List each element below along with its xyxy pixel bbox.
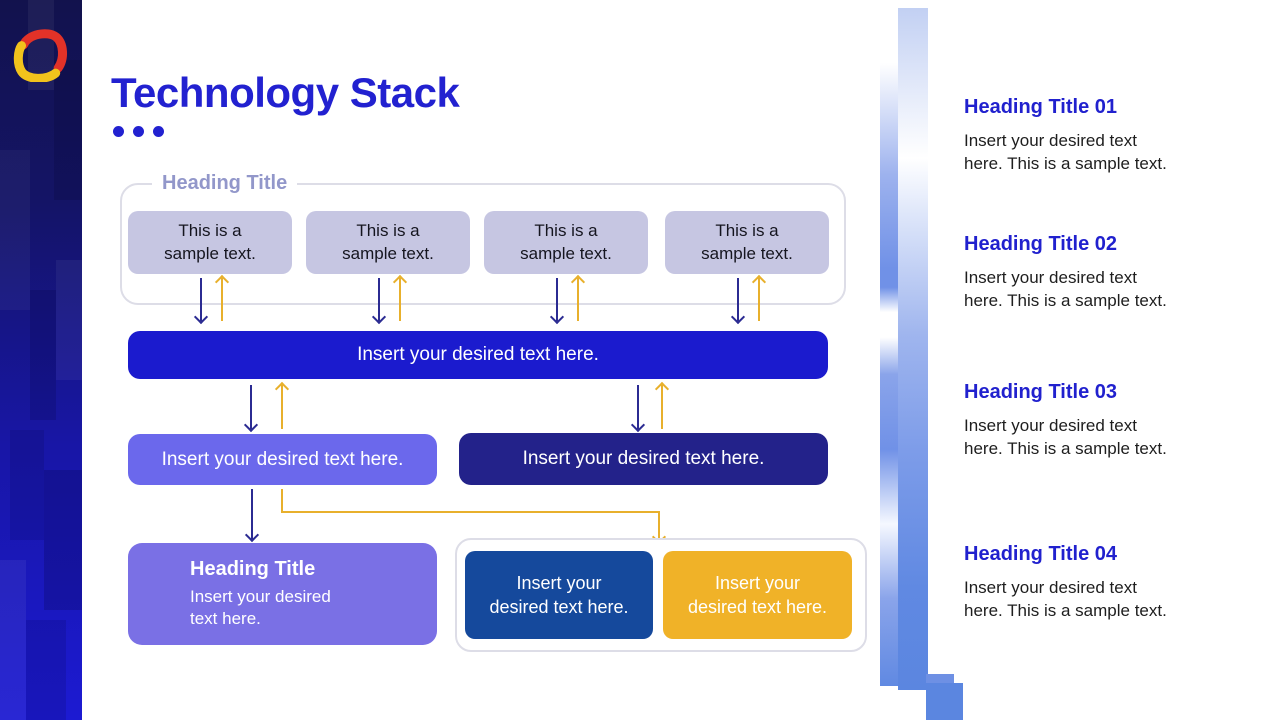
up-arrow-icon [281, 385, 283, 429]
tier1-box-2: This is a sample text. [306, 211, 470, 274]
deco-square-large [926, 683, 963, 720]
tier4-left-title: Heading Title [190, 558, 316, 580]
page-title: Technology Stack [111, 69, 460, 116]
tier1-box-3-line2: sample text. [520, 243, 612, 263]
tier4-left-card: Heading Title Insert your desired text h… [128, 543, 437, 645]
tier4-blue-box: Insert your desired text here. [465, 551, 653, 639]
up-arrow-icon [661, 385, 663, 429]
main-bar: Insert your desired text here. [128, 331, 828, 379]
sidebar-item-4-body-line1: Insert your desired text [964, 578, 1137, 597]
tier1-box-2-line1: This is a [356, 221, 420, 241]
tier4-yellow-box: Insert your desired text here. [663, 551, 852, 639]
up-arrow-icon [399, 278, 401, 321]
sidebar-item-2-body-line2: here. This is a sample text. [964, 291, 1167, 311]
down-arrow-icon [378, 278, 380, 321]
left-rail [0, 0, 82, 720]
tier1-box-2-line2: sample text. [342, 243, 434, 263]
down-arrow-icon [200, 278, 202, 321]
rail-tile [56, 260, 82, 380]
sidebar-item-3-title: Heading Title 03 [964, 381, 1118, 403]
sidebar-item-4: Heading Title 04 Insert your desired tex… [964, 543, 1226, 622]
elbow-down-arrow-icon [658, 511, 660, 541]
title-dots [113, 126, 164, 137]
tier1-box-1-line1: This is a [178, 221, 242, 241]
down-arrow-icon [737, 278, 739, 321]
rail-tile [44, 470, 82, 610]
tier4-yellow-box-line2: desired text here. [687, 597, 828, 617]
sidebar-item-1-body-line2: here. This is a sample text. [964, 154, 1167, 174]
rail-tile [26, 620, 66, 720]
tier1-box-4: This is a sample text. [665, 211, 829, 274]
down-arrow-icon [637, 385, 639, 429]
brand-logo-icon [13, 29, 67, 82]
tier1-group-frame [120, 183, 846, 305]
tier3-left-box: Insert your desired text here. [128, 434, 437, 485]
sidebar-item-1-title: Heading Title 01 [964, 96, 1118, 118]
tier1-box-4-line1: This is a [715, 221, 779, 241]
tier1-box-1: This is a sample text. [128, 211, 292, 274]
tier1-box-4-line2: sample text. [701, 243, 793, 263]
rail-tile [0, 560, 26, 720]
tier1-box-1-line2: sample text. [164, 243, 256, 263]
gradient-strip-right [898, 8, 928, 690]
elbow-connector-segment [281, 489, 283, 512]
tier4-left-body-line2: text here. [190, 609, 261, 629]
up-arrow-icon [577, 278, 579, 321]
tier4-blue-box-line2: desired text here. [489, 597, 629, 617]
elbow-connector-segment [281, 511, 659, 513]
sidebar-item-2-title: Heading Title 02 [964, 233, 1118, 255]
rail-tile [30, 290, 56, 420]
tier3-right-box: Insert your desired text here. [459, 433, 828, 485]
tier1-group-label: Heading Title [152, 172, 298, 195]
up-arrow-icon [221, 278, 223, 321]
sidebar-item-3-body-line2: here. This is a sample text. [964, 439, 1167, 459]
down-arrow-icon [556, 278, 558, 321]
sidebar-item-2: Heading Title 02 Insert your desired tex… [964, 233, 1226, 312]
tier4-blue-box-line1: Insert your [516, 572, 602, 593]
tier4-left-body-line1: Insert your desired [190, 587, 331, 606]
rail-tile [0, 150, 30, 310]
sidebar-item-3-body-line1: Insert your desired text [964, 416, 1137, 435]
tier4-yellow-box-line1: Insert your [714, 572, 801, 593]
down-arrow-icon [250, 385, 252, 429]
rail-tile [54, 60, 82, 200]
sidebar-item-4-body-line2: here. This is a sample text. [964, 601, 1167, 621]
tier1-box-3-line1: This is a [534, 221, 598, 241]
down-arrow-icon [251, 489, 253, 539]
tier1-box-3: This is a sample text. [484, 211, 648, 274]
sidebar-item-4-title: Heading Title 04 [964, 543, 1118, 565]
up-arrow-icon [758, 278, 760, 321]
sidebar-item-1: Heading Title 01 Insert your desired tex… [964, 96, 1226, 175]
sidebar-item-3: Heading Title 03 Insert your desired tex… [964, 381, 1226, 460]
sidebar-item-2-body-line1: Insert your desired text [964, 268, 1137, 287]
rail-tile [10, 430, 44, 540]
sidebar-item-1-body-line1: Insert your desired text [964, 131, 1137, 150]
